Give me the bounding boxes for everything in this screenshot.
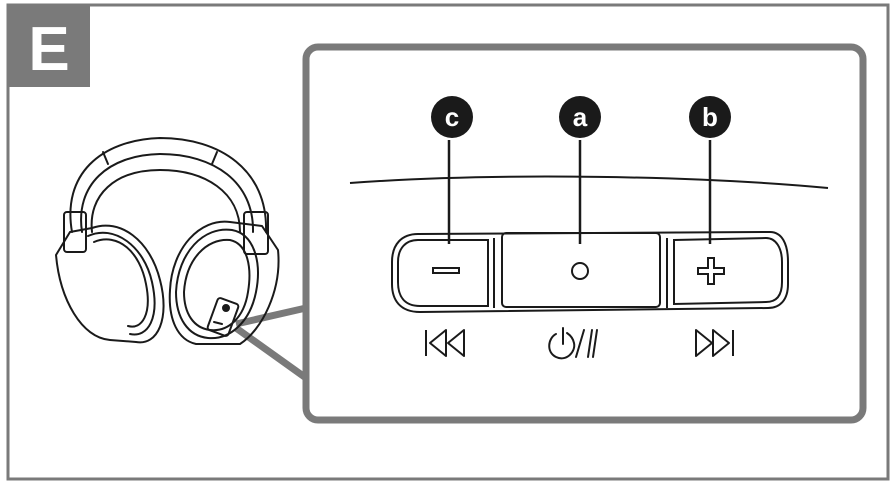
section-badge: E <box>8 5 90 87</box>
callout-label-c: c <box>445 102 459 132</box>
callout-label-b: b <box>702 102 718 132</box>
headphones-icon <box>56 138 279 344</box>
callout-label-a: a <box>573 102 588 132</box>
callout-marker-b: b <box>689 96 731 138</box>
callout-marker-c: c <box>431 96 473 138</box>
section-letter: E <box>28 15 69 84</box>
callout-marker-a: a <box>559 96 601 138</box>
